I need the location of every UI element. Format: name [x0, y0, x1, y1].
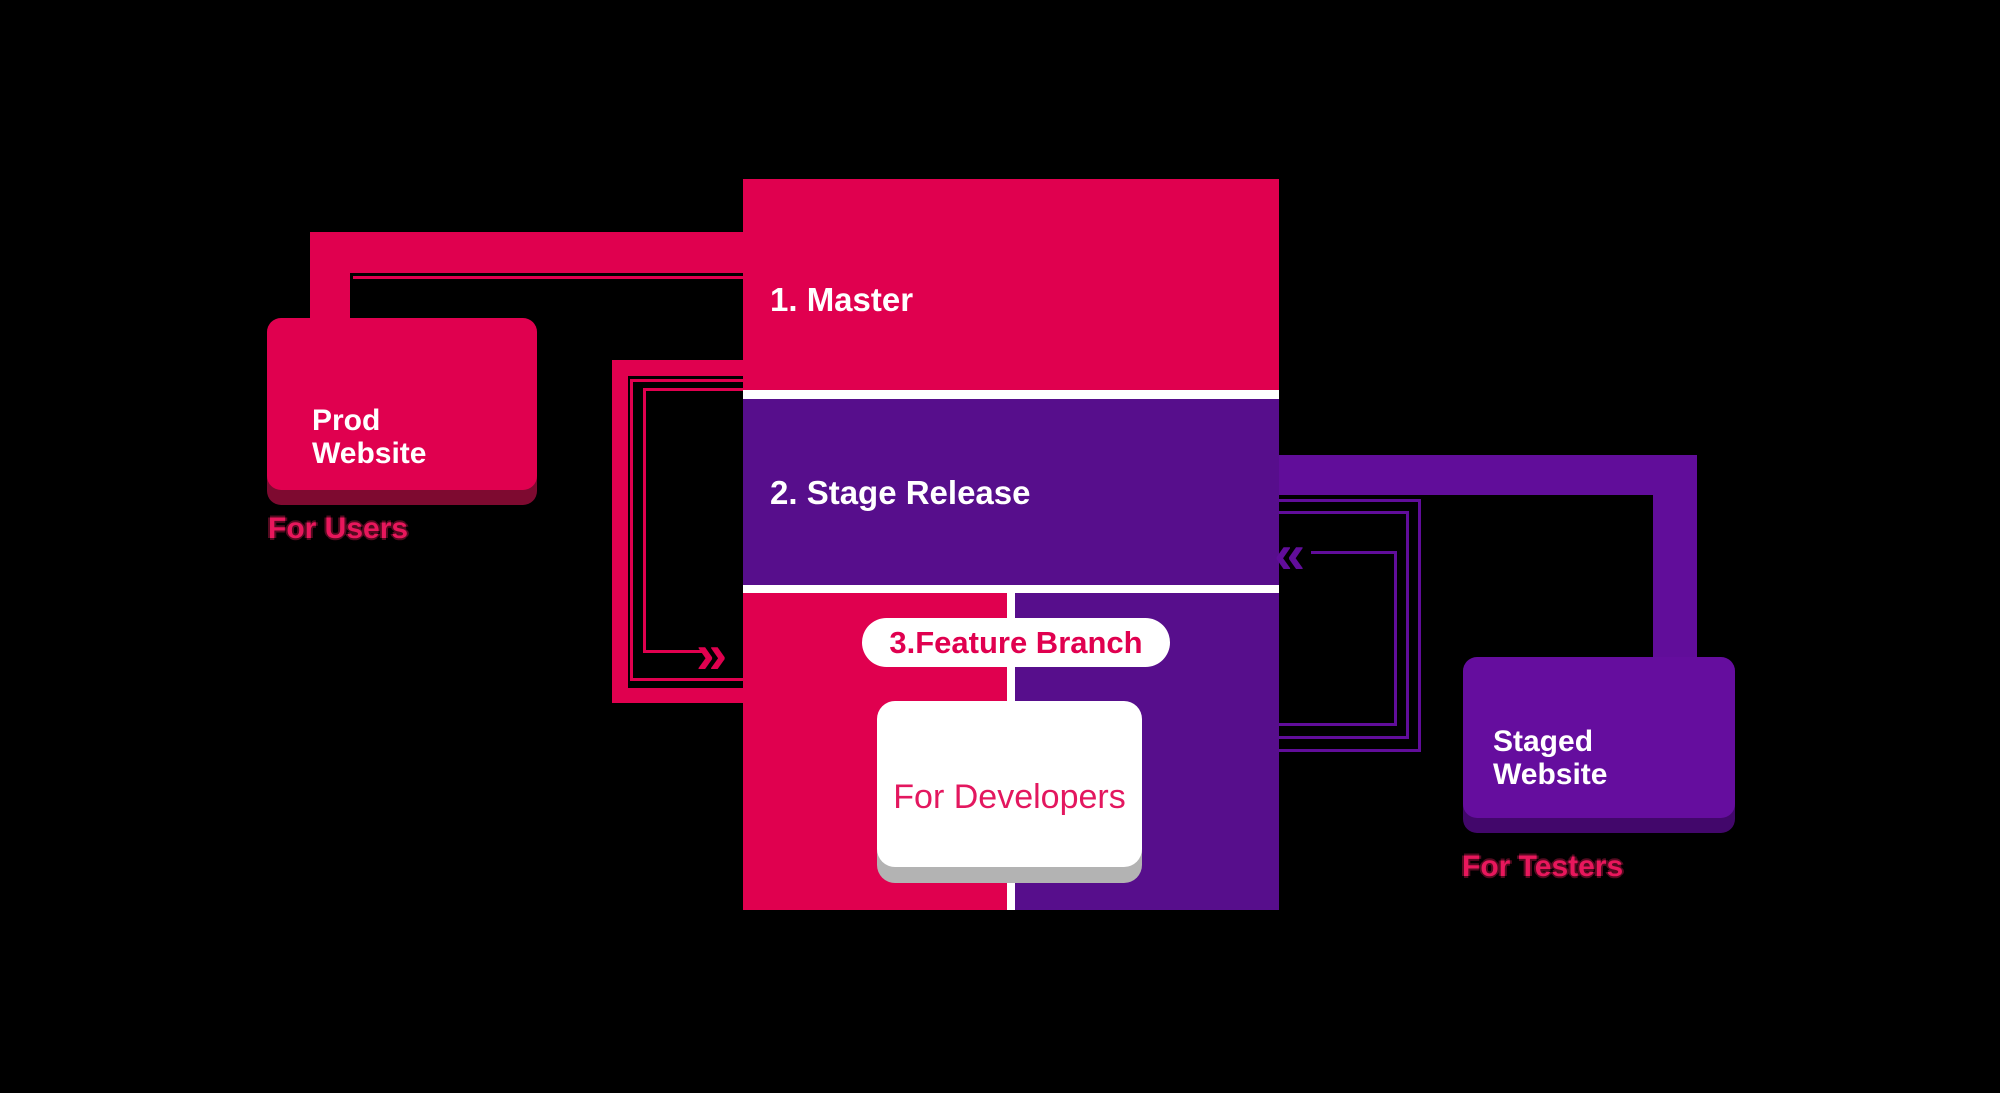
right-loop-inner-line — [1279, 551, 1397, 726]
master-branch-section — [743, 179, 1279, 390]
staged-title-line2: Website — [1493, 758, 1608, 791]
left-loop-inner-line — [643, 388, 743, 653]
master-branch-label: 1. Master — [770, 281, 914, 318]
for-users-caption: For Users — [268, 512, 409, 545]
stage-to-staged-pipe-vertical — [1653, 455, 1697, 657]
left-loop-thick-band — [612, 360, 743, 703]
left-loop-arrow-stub — [643, 650, 705, 653]
prod-to-master-pipe-vertical — [310, 232, 350, 320]
left-loop-outer-line — [630, 379, 743, 681]
prod-title-line2: Website — [312, 437, 427, 470]
feature-branch-pill: 3.Feature Branch — [862, 618, 1170, 667]
merge-arrow-left-icon: « — [1274, 522, 1306, 585]
staged-title-line1: Staged — [1493, 725, 1594, 758]
master-stage-divider — [743, 390, 1279, 399]
prod-website-box — [267, 318, 537, 490]
right-loop-arrow-stub — [1311, 551, 1397, 554]
right-loop-middle-line — [1279, 511, 1409, 739]
stage-release-label: 2. Stage Release — [770, 474, 1031, 511]
staged-website-box — [1463, 657, 1735, 818]
prod-website-title: Prod Website — [312, 404, 426, 470]
merge-arrow-right-icon: » — [696, 622, 728, 685]
for-developers-card: For Developers — [877, 701, 1142, 867]
stage-release-section — [743, 399, 1279, 585]
for-developers-label: For Developers — [893, 777, 1126, 816]
feature-branch-label: 3.Feature Branch — [889, 624, 1143, 660]
for-testers-caption: For Testers — [1462, 850, 1624, 883]
prod-pipe-echo-line — [353, 276, 743, 279]
prod-title-line1: Prod — [312, 404, 381, 437]
stage-feature-divider — [743, 585, 1279, 593]
stage-to-staged-pipe-horizontal — [1279, 455, 1697, 495]
staged-website-title: Staged Website — [1493, 725, 1607, 791]
prod-to-master-pipe-horizontal — [310, 232, 743, 273]
right-loop-outer-line — [1279, 499, 1421, 752]
